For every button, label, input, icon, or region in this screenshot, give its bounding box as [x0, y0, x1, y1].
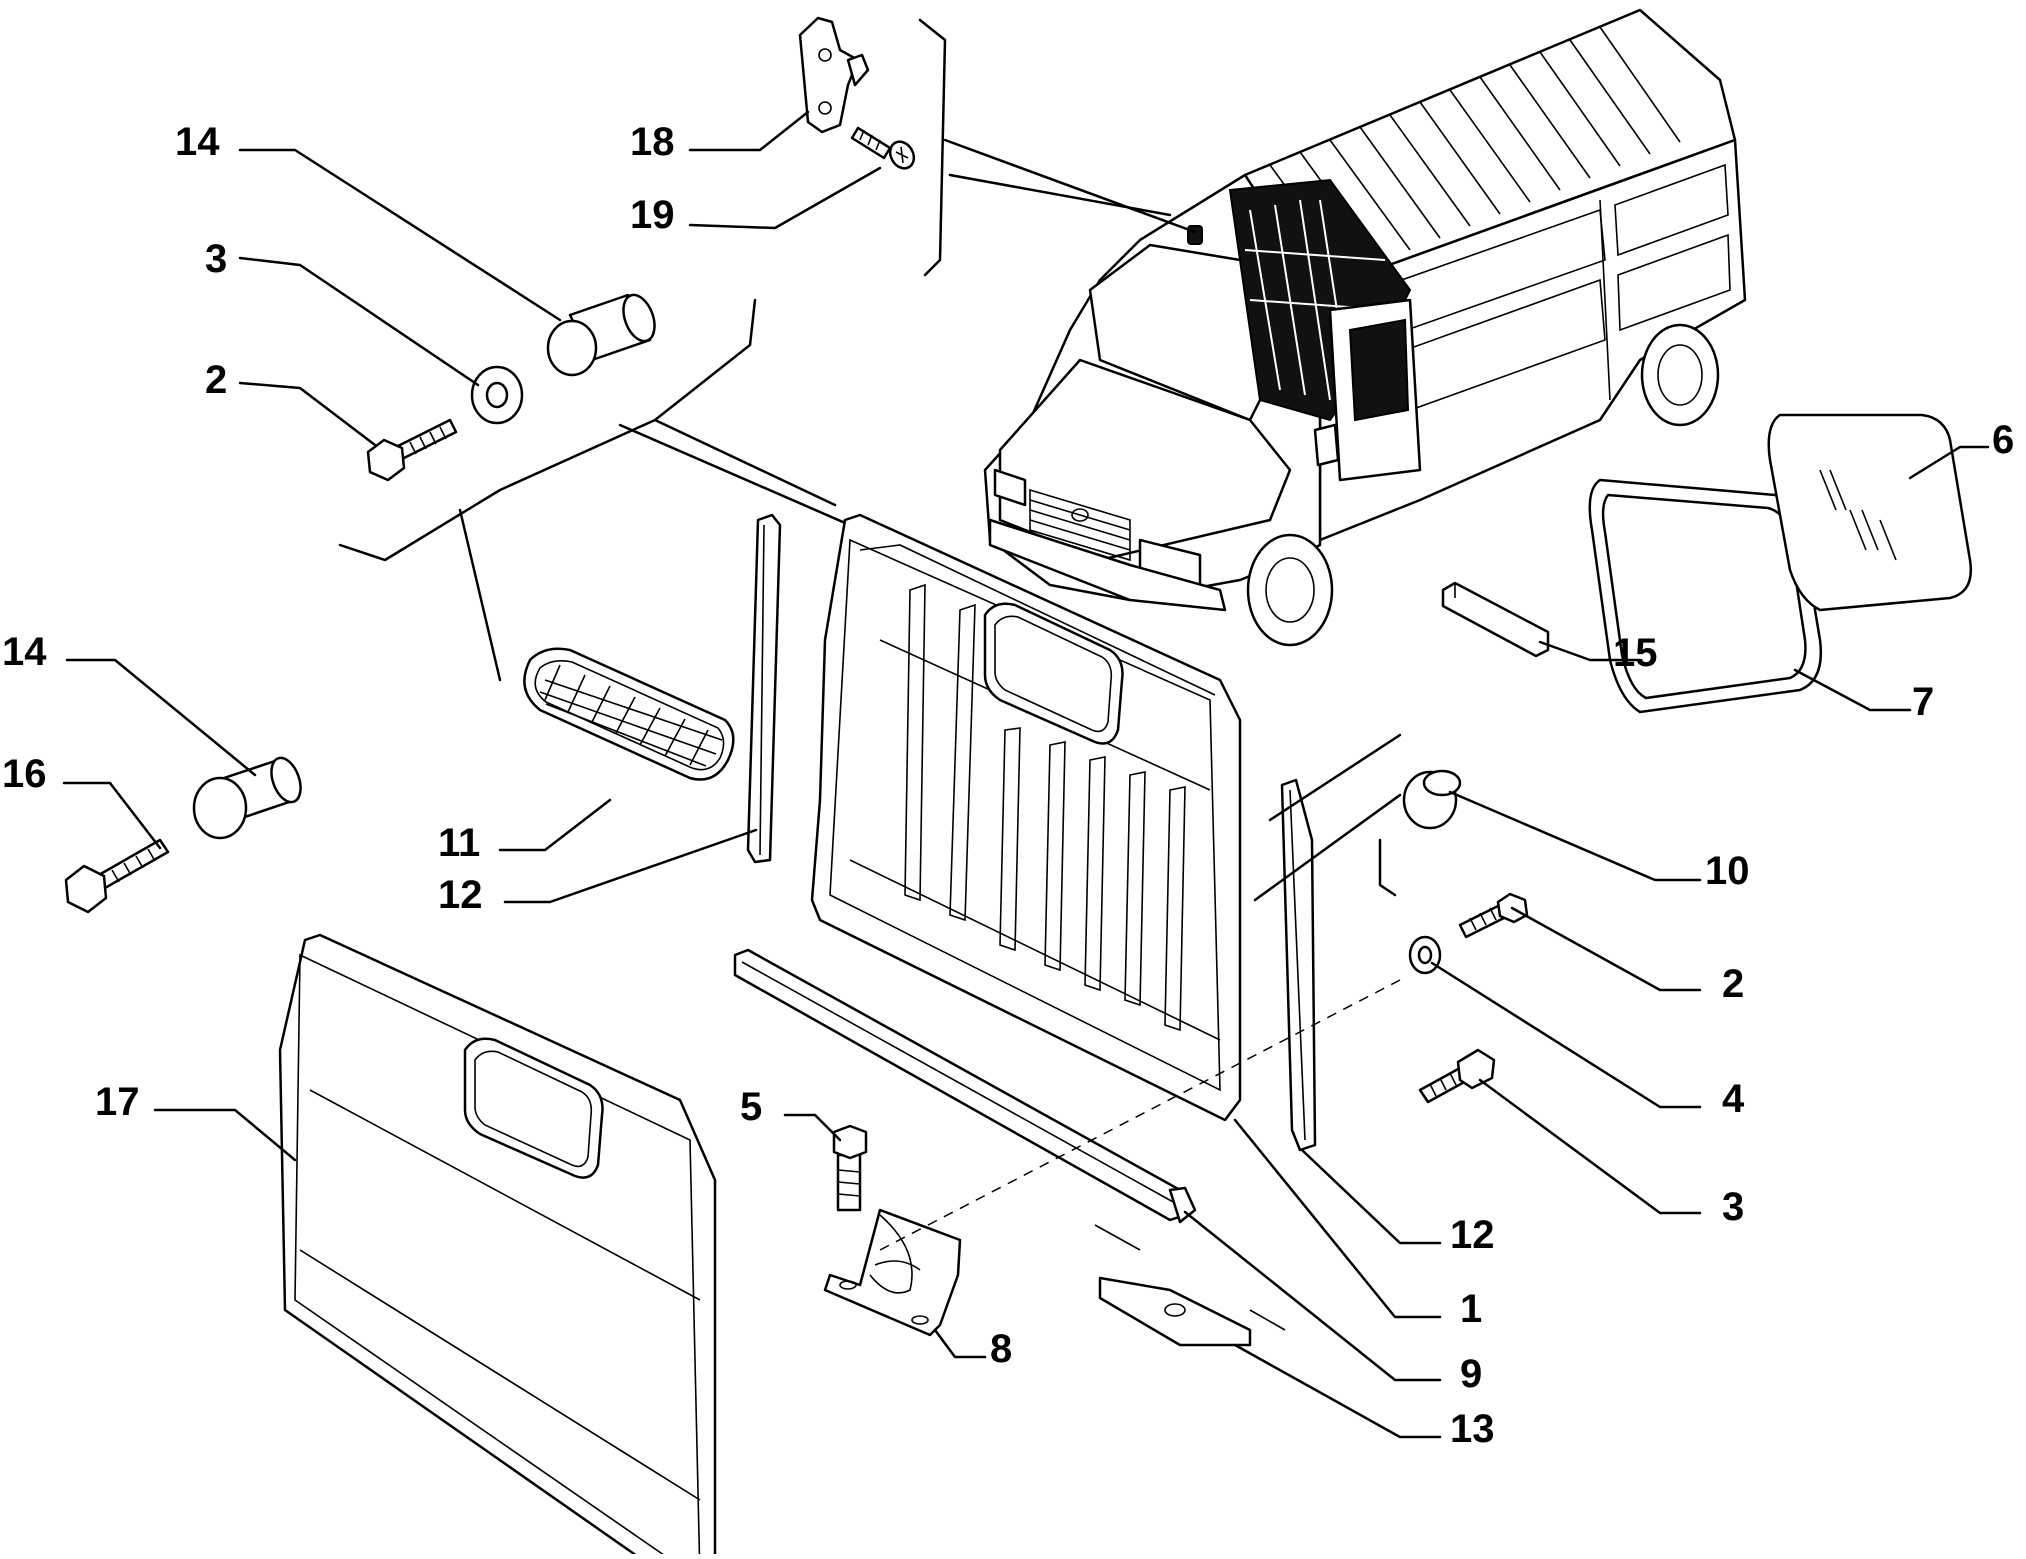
pad-part-15 — [1441, 581, 1550, 658]
bolt-part-5 — [832, 1124, 868, 1212]
vent-grille-part — [523, 647, 735, 781]
washer-part-top — [470, 365, 524, 425]
callout-label: 10 — [1705, 849, 1750, 893]
window-seal-part — [1588, 478, 1823, 714]
bolt-part-right — [1458, 892, 1529, 939]
alignment-line — [879, 979, 1401, 1251]
callout-leaders — [62, 110, 1990, 1439]
hinge-bracket-part — [798, 16, 870, 134]
screw-part-19 — [850, 126, 916, 170]
bushing-part-left — [192, 756, 302, 840]
bushing-part-top — [546, 293, 656, 377]
mount-bracket-part — [823, 1208, 962, 1337]
pad-part-13 — [1094, 1224, 1286, 1347]
bottom-rail-part — [733, 948, 1197, 1224]
window-glass-part — [1767, 413, 1973, 612]
seal-strip-left — [746, 513, 782, 864]
callout-label: 4 — [1722, 1077, 1745, 1121]
washer-part-4 — [1408, 935, 1442, 975]
bulkhead-panel-alt — [278, 933, 717, 1559]
callout-label: 12 — [1450, 1213, 1495, 1257]
callout-label: 5 — [740, 1085, 762, 1129]
callout-label: 14 — [175, 120, 220, 164]
callout-label: 8 — [990, 1327, 1012, 1371]
plug-part — [1402, 769, 1462, 830]
callout-label: 17 — [95, 1080, 140, 1124]
bolt-part-16 — [64, 838, 170, 914]
van-illustration — [983, 8, 1747, 647]
callout-label: 3 — [205, 237, 227, 281]
callout-label: 12 — [438, 873, 483, 917]
bolt-part-top — [366, 418, 458, 482]
callout-label: 16 — [2, 752, 47, 796]
callout-label: 3 — [1722, 1185, 1744, 1229]
callout-label: 7 — [1912, 680, 1934, 724]
callout-label: 2 — [1722, 962, 1744, 1006]
seal-strip-right — [1280, 778, 1317, 1152]
callout-label: 18 — [630, 120, 675, 164]
callout-label: 14 — [2, 630, 47, 674]
callout-label: 6 — [1992, 418, 2014, 462]
bulkhead-panel-main — [810, 513, 1242, 1122]
callout-label: 13 — [1450, 1407, 1495, 1451]
callout-label: 11 — [438, 821, 480, 865]
callout-label: 15 — [1613, 631, 1658, 675]
callout-labels: 14 3 2 18 19 14 16 11 12 17 5 8 6 15 7 1… — [2, 120, 2014, 1451]
callout-label: 19 — [630, 193, 675, 237]
stud-part-right — [1418, 1048, 1496, 1104]
callout-label: 1 — [1460, 1287, 1482, 1331]
callout-label: 2 — [205, 358, 227, 402]
callout-label: 9 — [1460, 1352, 1482, 1396]
aux-pointer-lines — [1253, 733, 1402, 902]
